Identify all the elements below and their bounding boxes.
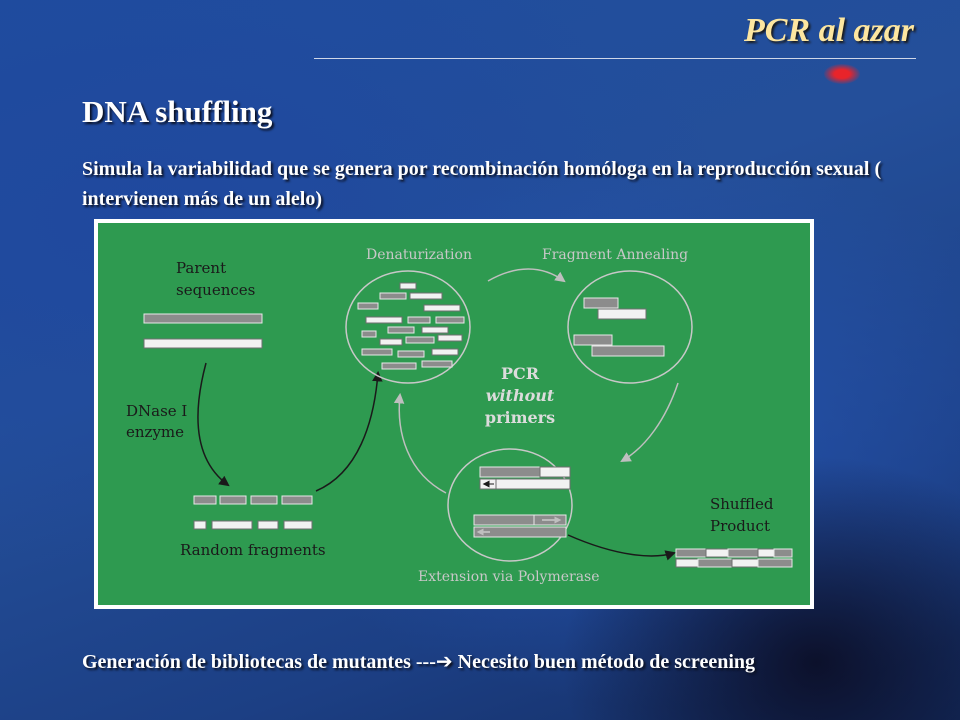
extension-strands xyxy=(473,466,571,538)
dnase-label-line1: DNase I xyxy=(126,402,187,420)
fragment-annealing-label: Fragment Annealing xyxy=(542,247,688,263)
dnase-arrow xyxy=(197,362,230,487)
extension-circle xyxy=(447,448,573,562)
dna-shuffling-figure: Parent sequences DNase I enzyme Random f… xyxy=(94,219,814,609)
denature-to-anneal-arrow xyxy=(487,268,566,283)
parent-label-line1: Parent xyxy=(176,259,226,277)
parent-label-line2: sequences xyxy=(176,281,255,299)
random-fragments-label: Random fragments xyxy=(180,541,326,559)
denaturization-circle xyxy=(345,270,471,384)
dna-shuffling-diagram: Parent sequences DNase I enzyme Random f… xyxy=(98,223,810,605)
random-fragments xyxy=(193,495,313,530)
parent-strand-white xyxy=(143,338,263,349)
description-text: Simula la variabilidad que se genera por… xyxy=(82,158,882,210)
denatured-fragments xyxy=(357,282,465,370)
footer-text-after: Necesito buen método de screening xyxy=(452,651,755,673)
right-arrow-icon: ➔ xyxy=(435,649,453,673)
anneal-to-extension-arrow xyxy=(620,382,679,463)
annealing-circle xyxy=(567,270,693,384)
slide-title: PCR al azar xyxy=(743,12,914,49)
title-divider xyxy=(314,58,916,59)
denaturization-label: Denaturization xyxy=(366,247,472,263)
shuffled-product-strands xyxy=(675,548,793,568)
dnase-label-line2: enzyme xyxy=(126,423,184,441)
red-decoration xyxy=(824,64,860,84)
pcr-label-line2: without xyxy=(486,386,555,405)
extension-to-product-arrow xyxy=(567,534,677,561)
footer-text: Generación de bibliotecas de mutantes --… xyxy=(82,646,902,677)
annealed-fragments xyxy=(573,297,665,357)
parent-strand-gray xyxy=(143,313,263,324)
shuffled-label-line2: Product xyxy=(710,517,770,535)
slide-subtitle: DNA shuffling xyxy=(82,94,273,129)
parent-strands xyxy=(143,313,263,349)
footer-text-before: Generación de bibliotecas de mutantes --… xyxy=(82,651,436,673)
fragments-to-denature-arrow xyxy=(315,370,383,492)
pcr-label-line1: PCR xyxy=(501,364,540,383)
pcr-label-line3: primers xyxy=(485,408,555,427)
extension-to-denature-arrow xyxy=(393,392,447,494)
figure-background xyxy=(98,223,810,605)
shuffled-label-line1: Shuffled xyxy=(710,495,774,513)
extension-label: Extension via Polymerase xyxy=(418,569,600,585)
